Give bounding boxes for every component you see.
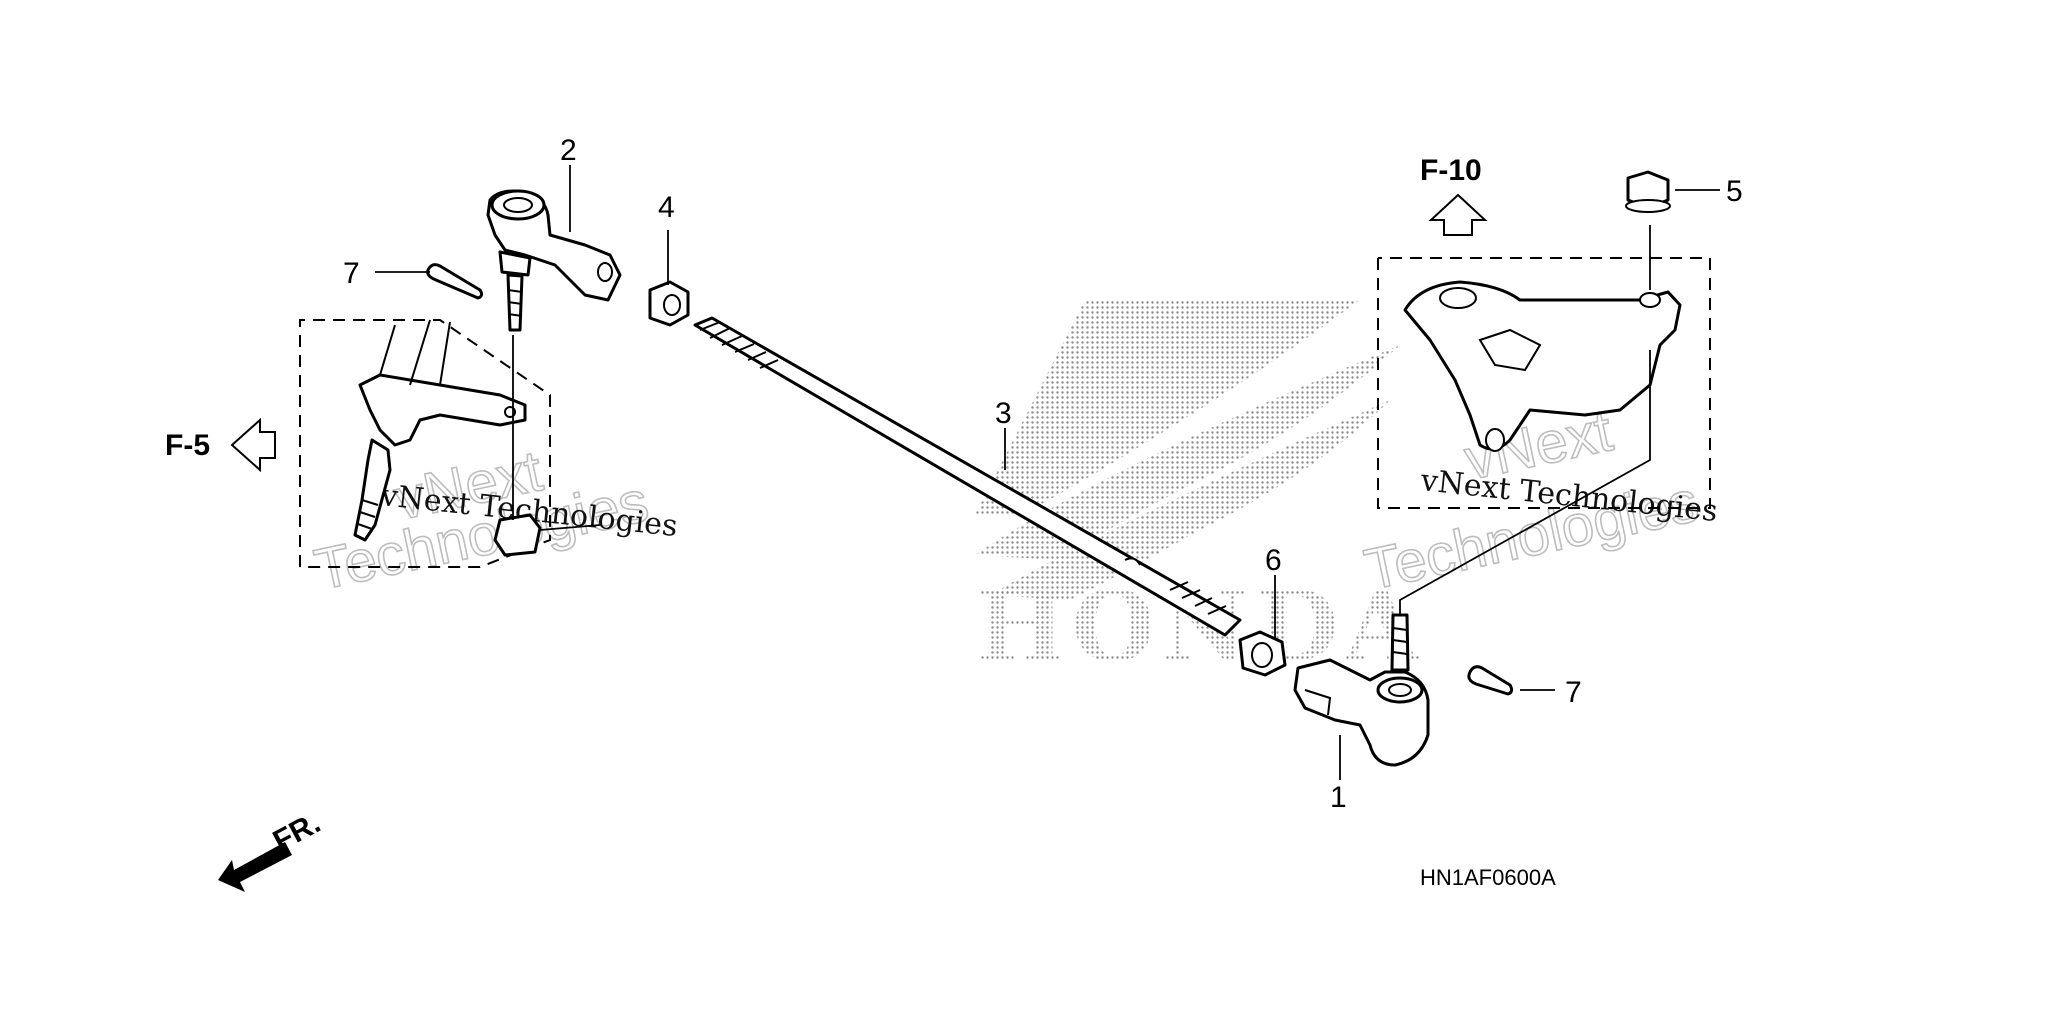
cotter-pin-left	[426, 263, 484, 300]
flange-nut	[1625, 170, 1671, 213]
watermark-right: vNext Technologies vNext Technologies	[1358, 398, 1719, 604]
ref-f10: F-10	[1420, 154, 1488, 236]
arrow-left-icon	[230, 417, 276, 473]
tie-rod	[693, 316, 1242, 637]
callout-7-right: 7	[1565, 676, 1582, 709]
right-arm-group	[1377, 257, 1711, 509]
callout-labels: 2 4 7 3 6 1 7 5	[343, 134, 1743, 814]
front-direction-indicator: FR.	[218, 806, 326, 892]
callout-3: 3	[995, 397, 1012, 430]
knuckle-spindle	[353, 438, 392, 542]
ref-f10-label: F-10	[1420, 154, 1482, 187]
ref-f5: F-5	[165, 417, 276, 473]
lock-nut-right	[1238, 630, 1287, 677]
ref-f5-label: F-5	[165, 429, 210, 462]
callout-1: 1	[1330, 781, 1347, 814]
drawing-code: HN1AF0600A	[1420, 865, 1556, 890]
leader-lines	[375, 165, 1720, 780]
callout-4: 4	[658, 191, 675, 224]
arrow-front-icon	[218, 842, 292, 892]
callout-5: 5	[1726, 175, 1743, 208]
castle-nut	[493, 513, 542, 557]
honda-wing-logo: HONDA	[975, 300, 1425, 683]
callout-6: 6	[1265, 544, 1282, 577]
tie-rod-end-left	[486, 189, 622, 332]
lock-nut-left	[648, 280, 690, 327]
left-knuckle-group	[299, 319, 601, 568]
honda-logo-text: HONDA	[975, 570, 1425, 683]
callout-2: 2	[560, 134, 577, 167]
cotter-pin-right	[1467, 665, 1514, 696]
arrow-up-icon	[1428, 193, 1488, 236]
tie-rod-end-right	[1293, 613, 1430, 767]
knuckle-arm	[358, 373, 527, 447]
callout-7-left: 7	[343, 257, 360, 290]
